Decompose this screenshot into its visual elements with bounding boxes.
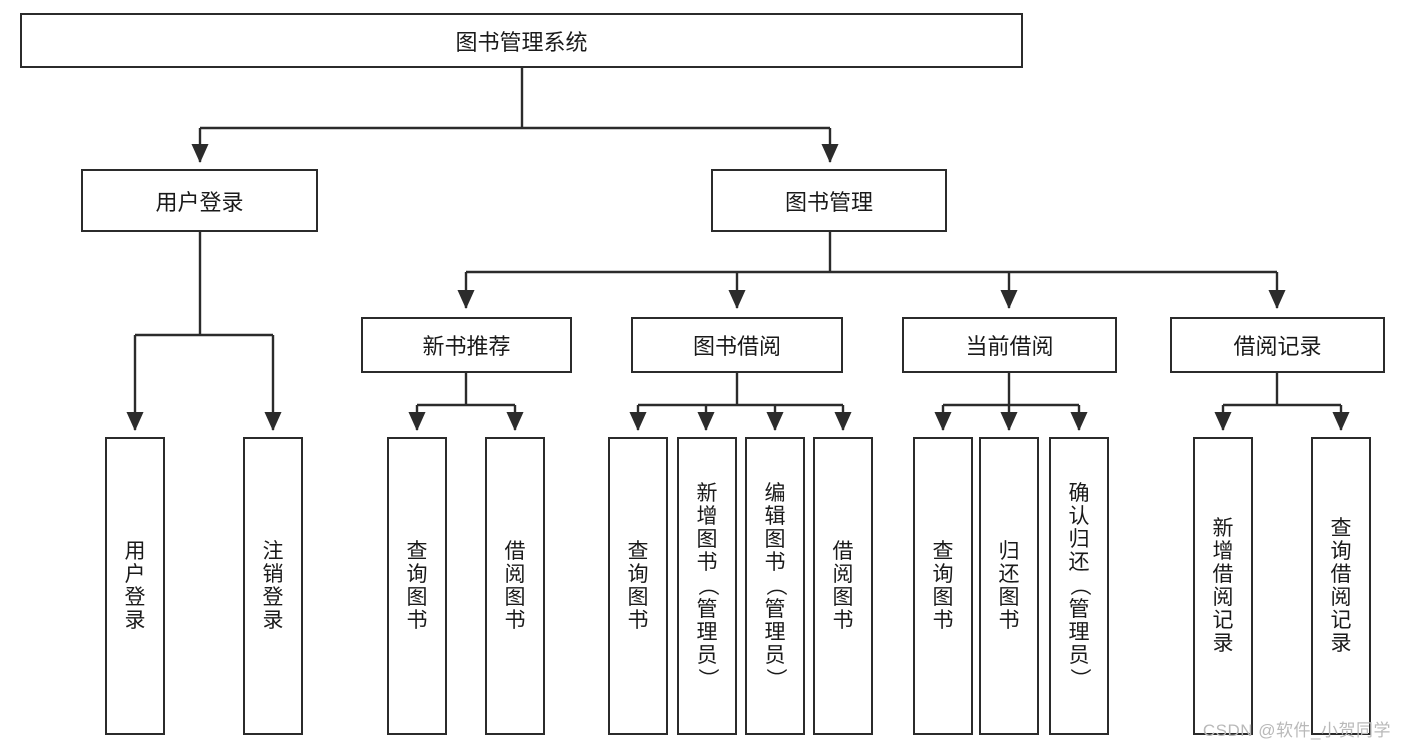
- leaf-record-query-box[interactable]: [1311, 437, 1371, 735]
- leaf-current-query-box[interactable]: [913, 437, 973, 735]
- leaf-borrow-book-box[interactable]: [813, 437, 873, 735]
- connector-book-borrow-children: [629, 373, 852, 431]
- node-new-book-recommend-box[interactable]: [361, 317, 572, 373]
- connector-book-manage-children: [457, 232, 1286, 309]
- connector-current-borrow-children: [934, 373, 1088, 431]
- leaf-record-add-box[interactable]: [1193, 437, 1253, 735]
- watermark-text: CSDN @软件_小贺同学: [1202, 721, 1391, 740]
- leaf-borrow-add-book-box[interactable]: [677, 437, 737, 735]
- node-book-borrow-box[interactable]: [631, 317, 843, 373]
- connector-user-login-children: [126, 232, 282, 431]
- connector-new-book-children: [408, 373, 524, 431]
- leaf-current-confirm-return-box[interactable]: [1049, 437, 1109, 735]
- leaf-user-logout-box[interactable]: [243, 437, 303, 735]
- leaf-new-book-query-box[interactable]: [387, 437, 447, 735]
- leaf-user-login-box[interactable]: [105, 437, 165, 735]
- connector-root-trunk: [191, 68, 839, 163]
- leaf-new-book-borrow-box[interactable]: [485, 437, 545, 735]
- leaf-borrow-query-box[interactable]: [608, 437, 668, 735]
- node-borrow-record-box[interactable]: [1170, 317, 1385, 373]
- connector-borrow-record-children: [1214, 373, 1350, 431]
- leaf-current-return-box[interactable]: [979, 437, 1039, 735]
- node-user-login-box[interactable]: [81, 169, 318, 232]
- node-root-box[interactable]: [20, 13, 1023, 68]
- node-current-borrow-box[interactable]: [902, 317, 1117, 373]
- leaf-borrow-edit-book-box[interactable]: [745, 437, 805, 735]
- node-book-manage-box[interactable]: [711, 169, 947, 232]
